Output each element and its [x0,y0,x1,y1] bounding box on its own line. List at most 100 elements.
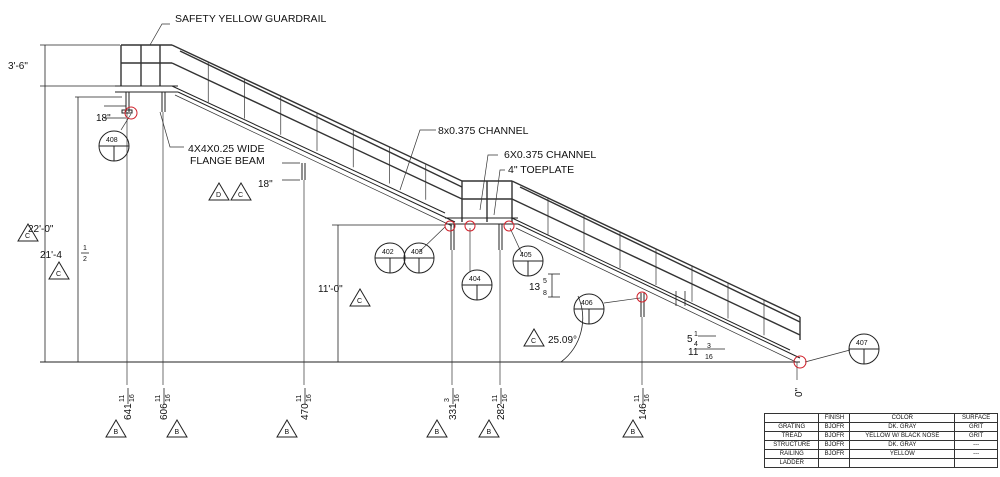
baseline-dim-frac-num: 11 [296,395,303,402]
svg-text:B: B [175,429,180,436]
baseline-dim-frac-num: 11 [492,395,499,402]
baseline-dim-value: 641 [123,403,134,420]
paint-table-cell: RAILING [763,449,820,459]
detail-408: 408 [98,130,130,162]
top-landing [115,44,178,114]
svg-text:405: 405 [520,252,532,259]
detail-bubbles: 408 402 403 404 405 [98,130,880,365]
svg-text:403: 403 [411,249,423,256]
riser-dim-den: 8 [543,290,547,297]
mid-post [282,162,306,181]
svg-text:402: 402 [382,249,394,256]
svg-text:C: C [531,338,536,345]
lower-post [640,293,645,317]
paint-table-cell: BJOFR [818,431,851,441]
landing-height-frac-den: 2 [83,256,87,263]
paint-table-cell: LADDER [763,458,820,468]
baseline-dim-frac-den: 16 [129,394,136,402]
channel-8-label: 8x0.375 CHANNEL [438,125,529,137]
svg-text:407: 407 [856,340,868,347]
lower-flight-posts [547,198,765,336]
total-height-dim: 22'-0" [28,224,54,235]
paint-table-cell [954,458,998,468]
post-18-mid-dim: 18" [258,179,273,190]
guardrail-label: SAFETY YELLOW GUARDRAIL [175,13,326,25]
mid-height-dim: 11'-0" [318,284,343,295]
paint-table-cell: --- [954,449,998,459]
baseline-dim-frac-den: 16 [502,394,509,402]
detail-407: 407 [848,333,880,365]
svg-text:B: B [285,429,290,436]
tag-c-mid: C [349,288,371,307]
svg-text:406: 406 [581,300,593,307]
svg-text:C: C [357,298,362,305]
baseline-dim-frac-den: 16 [454,394,461,402]
detail-403: 403 [403,242,435,274]
tread-a-den: 4 [694,341,698,348]
beam-label-line1: 4X4X0.25 WIDE [188,143,264,155]
svg-text:B: B [435,429,440,436]
svg-text:C: C [25,233,30,240]
baseline-dim-frac-den: 16 [306,394,313,402]
red-callouts [124,106,807,369]
paint-table-cell: DK. GRAY [849,422,956,432]
svg-text:404: 404 [469,276,481,283]
tread-a-num: 1 [694,331,698,338]
tag-b: B [622,419,644,438]
baseline-dim-frac-den: 16 [165,394,172,402]
leader-lines [120,23,851,363]
svg-text:408: 408 [106,137,118,144]
svg-text:C: C [56,271,61,278]
paint-table-cell: BJOFR [818,449,851,459]
paint-table-cell: --- [954,440,998,450]
tag-c-landing: C [48,261,70,280]
tag-b: B [105,419,127,438]
paint-table-cell: SURFACE [954,413,998,423]
paint-table-cell [818,458,851,468]
paint-table-cell: COLOR [849,413,956,423]
detail-402: 402 [374,242,406,274]
paint-table-cell [849,458,956,468]
baseline-dim-frac-num: 11 [634,395,641,402]
paint-table-cell: FINISH [818,413,851,423]
tag-c-total: C [17,223,39,242]
baseline-dim-value: 146 [638,403,649,420]
svg-text:B: B [114,429,119,436]
paint-table-cell: TREAD [763,431,820,441]
svg-text:D: D [216,192,221,199]
svg-text:B: B [487,429,492,436]
angle-dim: 25.09° [548,335,577,346]
step-dimension-lines [548,273,725,350]
detail-404: 404 [461,269,493,301]
paint-table-cell: GRIT [954,422,998,432]
landing-height-frac-num: 1 [83,245,87,252]
svg-text:B: B [631,429,636,436]
angle-arc [560,295,584,363]
detail-405: 405 [512,245,544,277]
riser-dim-num: 5 [543,278,547,285]
paint-table-cell [763,413,820,423]
paint-table-cell: GRATING [763,422,820,432]
paint-table-cell: YELLOW W/ BLACK NOSE [849,431,956,441]
paint-table-row: LADDER [763,458,998,468]
tag-b: B [276,419,298,438]
baseline-dim-frac-den: 16 [644,394,651,402]
svg-text:C: C [238,192,243,199]
baseline-dim-frac-num: 11 [155,395,162,402]
tag-c-angle: C [523,328,545,347]
landing-height-dim: 21'-4 [40,250,62,261]
baseline-extension-lines [126,112,798,385]
riser-dim-whole: 13 [529,282,541,293]
baseline-dim-value: 331 [448,403,459,420]
tread-a-whole: 5 [687,334,693,345]
channel-6-label: 6X0.375 CHANNEL [504,149,596,161]
tread-b-num: 3 [707,343,711,350]
tag-b: B [426,419,448,438]
zero-dim: 0" [794,387,805,397]
baseline-dim-frac-num: 11 [119,395,126,402]
tag-b: B [478,419,500,438]
